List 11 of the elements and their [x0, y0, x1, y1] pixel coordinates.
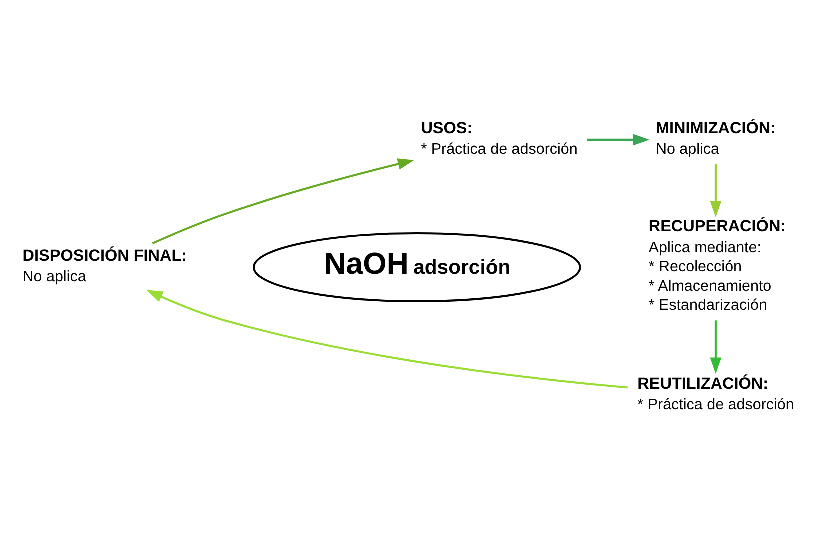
arrow [710, 164, 722, 218]
node-text: USOS: * Práctica de adsorción [421, 120, 578, 158]
node-text: REUTILIZACIÓN: * Práctica de adsorción [638, 374, 794, 414]
node-text: RECUPERACIÓN: Aplica mediante: * Recolección * Almacenamiento * Estandarización [648, 218, 786, 314]
node-text: DISPOSICIÓN FINAL: No aplica [22, 247, 188, 286]
node-text: MINIMIZACIÓN: No aplica [656, 120, 776, 158]
node-ellipse: NaOH adsorción [252, 232, 582, 303]
arrow [587, 134, 650, 146]
arrow [146, 290, 628, 389]
arrow [710, 320, 722, 374]
arrow [152, 158, 414, 244]
